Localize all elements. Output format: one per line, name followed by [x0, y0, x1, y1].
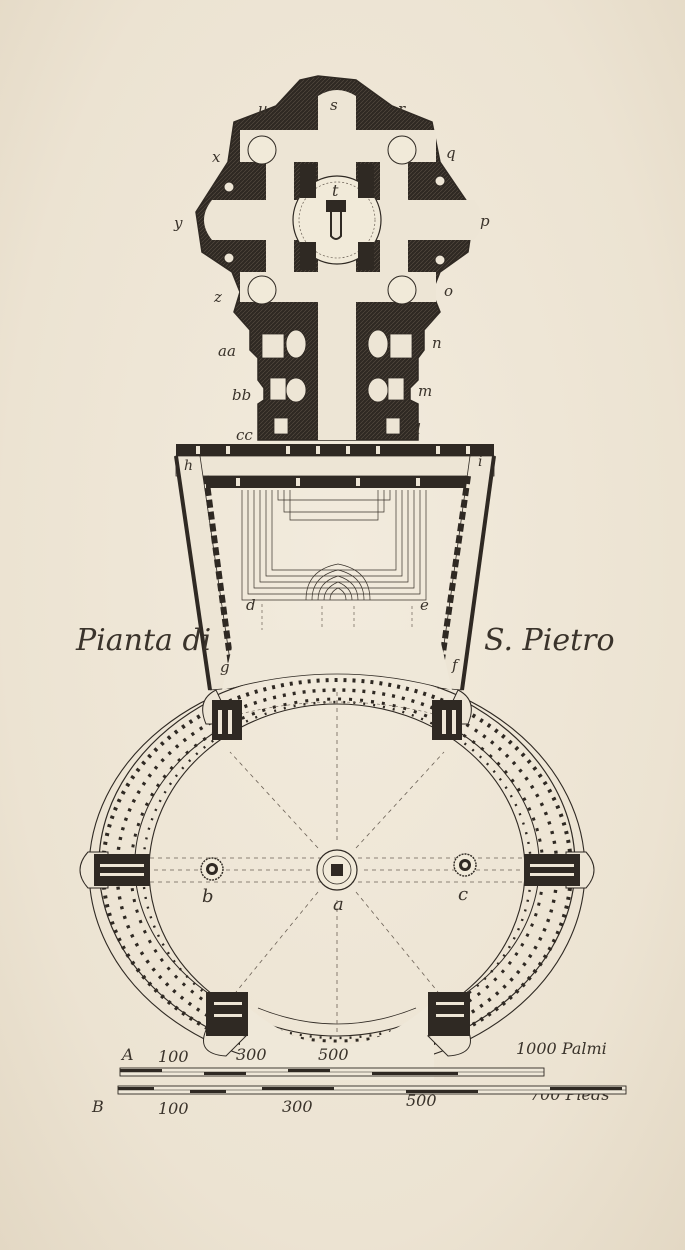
scale-b-tick-3: 500	[406, 1091, 437, 1110]
label-l: l	[416, 420, 421, 438]
label-o: o	[444, 282, 453, 300]
apse-niches	[223, 175, 446, 266]
label-p: p	[480, 212, 490, 230]
corner-dome-se	[387, 275, 417, 305]
baldacchino	[326, 200, 346, 212]
top-apse	[318, 90, 356, 96]
scale-a-tick-3: 500	[318, 1045, 349, 1064]
piers	[300, 164, 374, 270]
label-aa: aa	[218, 342, 236, 360]
colonnade	[79, 630, 595, 1080]
scale-bar-b: B 100 300 500 700 Pieds	[91, 1085, 627, 1118]
corner-dome-ne	[387, 135, 417, 165]
label-a: a	[333, 894, 344, 915]
basilica-plan	[195, 75, 482, 441]
label-s: s	[330, 96, 338, 114]
left-apse	[204, 200, 212, 240]
label-n: n	[432, 334, 442, 352]
portico	[175, 444, 495, 488]
label-bb: bb	[232, 386, 251, 404]
title-left: Pianta di	[75, 623, 211, 658]
corner-dome-nw	[247, 135, 277, 165]
fountain-left	[200, 857, 224, 881]
label-r: r	[398, 100, 406, 118]
label-t: t	[332, 181, 339, 200]
label-h: h	[184, 458, 193, 474]
nave-chapels	[261, 329, 413, 435]
label-f: f	[451, 656, 460, 674]
label-cc: cc	[236, 426, 253, 444]
label-c: c	[458, 884, 468, 905]
right-corridor	[435, 455, 496, 691]
scale-b-letter: B	[91, 1097, 104, 1116]
block-gaps	[100, 710, 574, 1017]
fountain-right	[453, 853, 477, 877]
label-x: x	[212, 148, 221, 166]
label-y: y	[173, 214, 183, 232]
label-i: i	[478, 454, 482, 470]
scale-b-tick-1: 100	[158, 1099, 189, 1118]
label-d: d	[246, 596, 256, 614]
scale-a-end: 1000 Palmi	[516, 1039, 607, 1058]
right-apse	[474, 200, 482, 240]
label-g: g	[220, 658, 230, 676]
plan-labels: u s r x q t y p z o aa n bb m cc l h i d…	[173, 96, 490, 915]
label-m: m	[418, 382, 432, 400]
scale-a-letter: A	[120, 1045, 134, 1064]
obelisk	[316, 849, 358, 891]
label-q: q	[446, 144, 456, 162]
label-b: b	[202, 886, 214, 907]
label-z: z	[213, 288, 222, 306]
church-steps	[241, 490, 427, 601]
title-right: S. Pietro	[484, 623, 615, 658]
label-u: u	[258, 100, 268, 118]
scale-bar-a: A 100 300 500 1000 Palmi	[119, 1039, 607, 1077]
label-e: e	[420, 596, 429, 614]
scale-b-tick-2: 300	[282, 1097, 313, 1116]
corner-dome-sw	[247, 275, 277, 305]
scale-a-tick-1: 100	[158, 1047, 189, 1066]
scale-a-tick-2: 300	[236, 1045, 267, 1064]
